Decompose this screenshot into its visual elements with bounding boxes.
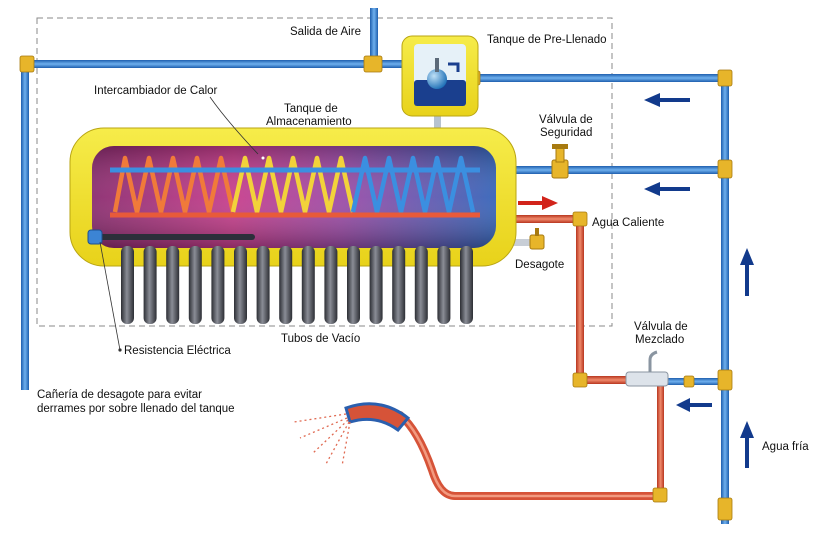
prefill-tank — [401, 35, 479, 117]
electric-resistance-rod — [95, 234, 255, 240]
air-outlet-label: Salida de Aire — [290, 26, 361, 38]
vacuum-tube — [279, 246, 293, 324]
vacuum-tube — [460, 246, 473, 324]
vacuum-tube — [324, 246, 338, 324]
storage-tank-label-2: Almacenamiento — [266, 116, 352, 128]
vacuum-tube — [392, 246, 406, 324]
float-valve-icon — [427, 69, 447, 89]
storage-tank-label-1: Tanque de — [284, 103, 338, 115]
vacuum-tube — [347, 246, 360, 324]
drain-label: Desagote — [515, 259, 565, 271]
safety-valve-label-2: Seguridad — [540, 127, 593, 139]
shower-head-icon — [293, 402, 411, 467]
vacuum-tube — [188, 246, 202, 324]
hot-water-label: Agua Caliente — [592, 217, 665, 229]
vacuum-tube — [143, 246, 157, 324]
flow-arrow-icon — [518, 93, 754, 468]
vacuum-tube — [166, 246, 180, 324]
storage-tank — [69, 127, 517, 267]
mixing-valve-label-1: Válvula de — [634, 321, 688, 333]
vacuum-tube — [234, 246, 247, 324]
vacuum-tubes-label: Tubos de Vacío — [281, 333, 361, 345]
heat-exchanger-coil — [110, 155, 480, 218]
heat-exchanger-label: Intercambiador de Calor — [94, 85, 218, 97]
vacuum-tube — [121, 246, 134, 324]
cold-water-label: Agua fría — [762, 441, 809, 453]
vacuum-tube — [437, 246, 451, 324]
vacuum-tube — [301, 246, 315, 324]
vacuum-tube — [211, 246, 225, 324]
mixing-valve-label-2: Mezclado — [635, 334, 685, 346]
prefill-tank-label: Tanque de Pre-Llenado — [487, 34, 607, 46]
vacuum-tubes — [121, 246, 473, 324]
safety-valve-label-1: Válvula de — [539, 114, 593, 126]
mixing-valve — [625, 350, 669, 387]
electric-resistance-label: Resistencia Eléctrica — [124, 345, 231, 357]
vacuum-tube — [256, 246, 270, 324]
drain-valve — [529, 228, 545, 250]
overflow-pipe-label-1: Cañería de desagote para evitar — [37, 389, 202, 401]
vacuum-tube — [369, 246, 383, 324]
hot-water-pipes — [396, 215, 664, 500]
safety-valve — [551, 144, 569, 179]
vacuum-tube — [414, 246, 428, 324]
roof-outline — [36, 17, 613, 327]
overflow-pipe-label-2: derrames por sobre llenado del tanque — [37, 403, 235, 415]
